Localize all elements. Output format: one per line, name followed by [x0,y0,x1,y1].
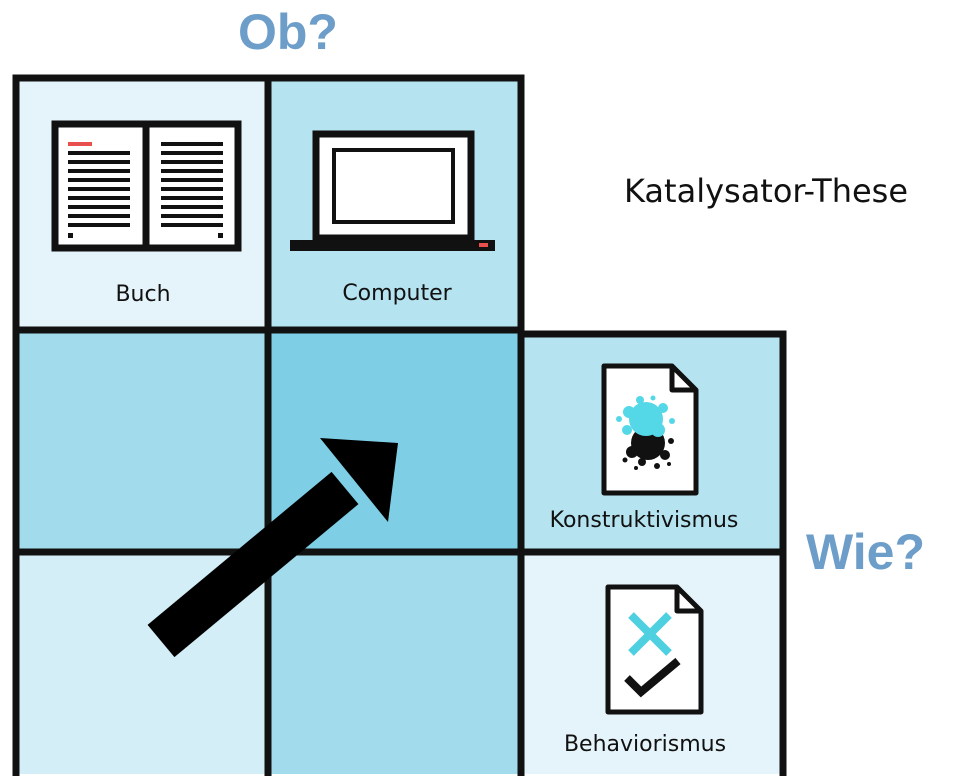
media-label-book: Buch [115,282,171,307]
theory-label-behaviorism: Behaviorismus [563,732,727,757]
heading-wie: Wie? [806,524,925,580]
heading-ob: Ob? [238,4,338,60]
diagonal-arrow-icon [147,438,398,658]
laptop-icon [290,130,495,251]
open-book-icon [51,120,242,252]
theory-label-constructivism: Konstruktivismus [549,508,739,533]
splash-document-icon [601,363,699,496]
thesis-label: Katalysator-These [624,172,909,210]
checked-document-icon [605,584,704,715]
media-label-computer: Computer [342,281,452,306]
cell-computer-behaviorism [268,552,521,774]
grid-lines [12,74,787,776]
cell-book-constructivism [16,330,268,552]
